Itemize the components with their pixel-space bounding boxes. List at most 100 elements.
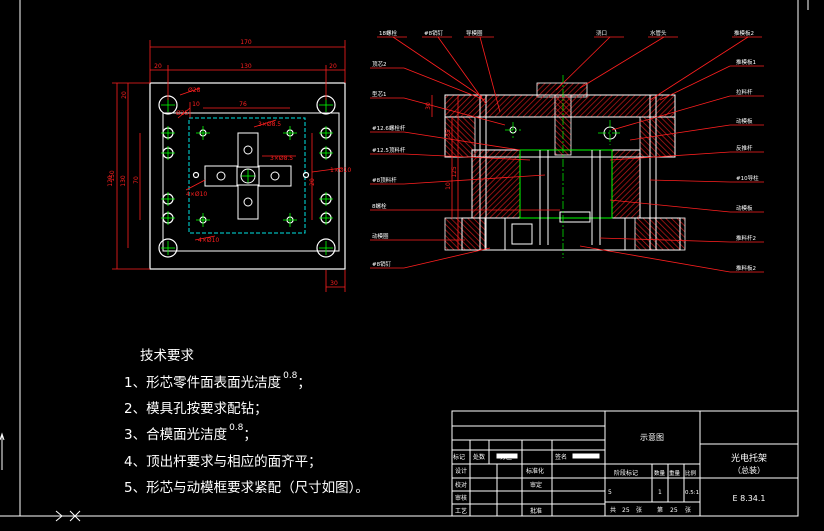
part-label: 推料板2 xyxy=(736,264,756,272)
leader-line xyxy=(403,174,546,185)
cavity-parts xyxy=(204,132,292,220)
plan-callout: 3×Ø8.5 xyxy=(258,121,281,128)
leader-line xyxy=(579,245,731,273)
surface-finish-symbol: 0.8 xyxy=(229,423,244,433)
section-dimension-value: 30 xyxy=(425,102,432,110)
leader-labels: 18螺栓#8销钉导模圈浇口水管头推模板2顶芯2型芯1#12.6螺栓杆#12.5顶… xyxy=(372,29,759,272)
plan-dimension-value: 120 xyxy=(107,175,114,187)
svg-text:5: 5 xyxy=(608,489,612,496)
part-label: 18螺栓 xyxy=(379,29,397,37)
ucs-icon xyxy=(0,432,81,522)
tech-note-5: 5、形芯与动模框要求紧配（尺寸如图）。 xyxy=(124,480,369,496)
part-label: 顶芯2 xyxy=(372,60,387,68)
svg-text:25: 25 xyxy=(670,507,678,514)
svg-text:工艺: 工艺 xyxy=(455,507,467,515)
leader-line xyxy=(403,67,486,101)
cavity-outline xyxy=(188,117,306,234)
part-label: 拉料杆 xyxy=(736,88,753,96)
svg-text:张: 张 xyxy=(636,506,642,514)
part-name: 光电托架 xyxy=(731,452,767,464)
leader-line xyxy=(437,36,487,105)
section-dimension-value: 35 xyxy=(445,129,452,137)
hatched-sections xyxy=(444,82,686,251)
section-view: 303510125 18螺栓#8销钉导模圈浇口水管头推模板2顶芯2型芯1#12.… xyxy=(370,29,764,273)
part-label: #8顶料杆 xyxy=(372,176,397,184)
part-label: 水管头 xyxy=(650,29,667,37)
section-dimension-lines xyxy=(431,95,459,250)
svg-text:0.5:1: 0.5:1 xyxy=(685,490,699,496)
part-label: 8螺栓 xyxy=(372,202,387,210)
svg-text:阶段标记: 阶段标记 xyxy=(614,469,638,477)
section-centerlines xyxy=(505,75,622,258)
plan-dimension-value: 20 xyxy=(329,63,337,70)
svg-text:审核: 审核 xyxy=(455,494,467,502)
tech-note-2: 2、模具孔按要求配钻； xyxy=(124,401,268,417)
svg-text:25: 25 xyxy=(622,507,630,514)
plan-dimension-value: 30 xyxy=(330,280,338,287)
section-dimension-value: 125 xyxy=(451,166,458,178)
leader-line xyxy=(609,199,731,213)
leader-line xyxy=(403,153,531,161)
leader-line xyxy=(649,36,749,101)
plan-dimension-value: 70 xyxy=(133,176,140,184)
leader-line xyxy=(609,151,731,161)
svg-text:分区: 分区 xyxy=(500,453,512,461)
part-label: 动模板 xyxy=(736,117,753,125)
plan-callout: Ø28 xyxy=(188,87,201,94)
part-label: #10导柱 xyxy=(736,174,759,182)
leader-line xyxy=(392,36,483,98)
svg-text:设计: 设计 xyxy=(455,467,467,475)
plan-dimension-value: 20 xyxy=(154,63,162,70)
tech-note-4: 4、顶出杆要求与相应的面齐平； xyxy=(124,454,322,470)
part-label: #12.6螺栓杆 xyxy=(372,124,406,132)
leader-line xyxy=(479,36,501,113)
part-label: 动模板 xyxy=(736,204,753,212)
plan-dimension-value: 130 xyxy=(120,175,127,187)
svg-text:重量: 重量 xyxy=(669,469,681,477)
plan-dimension-value: 150 xyxy=(109,170,116,182)
leader-line xyxy=(403,97,506,126)
leader-line xyxy=(659,65,731,101)
svg-text:数量: 数量 xyxy=(654,469,666,477)
svg-text:审定: 审定 xyxy=(530,481,542,489)
plan-dimension-value: 76 xyxy=(239,101,247,108)
leader-line xyxy=(629,124,731,141)
assembly-label: （总装） xyxy=(733,465,765,475)
svg-text:校对: 校对 xyxy=(455,481,467,489)
part-label: 导模圈 xyxy=(466,29,483,37)
plan-dimension-value: 20 xyxy=(121,91,128,99)
part-label: 推料杆2 xyxy=(736,234,756,242)
svg-text:批准: 批准 xyxy=(530,507,542,515)
tech-notes-title: 技术要求 xyxy=(140,348,194,364)
surface-finish-symbol: 0.8 xyxy=(283,371,298,381)
part-label: #8销钉 xyxy=(424,29,444,37)
part-label: 型芯1 xyxy=(372,90,387,98)
drawing-frame xyxy=(19,0,809,517)
plan-dimension-value: 170 xyxy=(240,39,252,46)
plan-callout: 4×Ø10 xyxy=(186,191,207,198)
svg-text:第: 第 xyxy=(657,506,663,514)
leader-line xyxy=(555,36,611,91)
part-label: 动模圈 xyxy=(372,232,389,240)
part-label: 推模板2 xyxy=(734,29,754,37)
mold-plate-outline xyxy=(149,82,346,270)
plan-dimension-value: 20 xyxy=(309,178,316,186)
plan-callout: Ø25 xyxy=(176,110,189,117)
svg-text:比例: 比例 xyxy=(685,469,697,477)
title-block xyxy=(451,410,799,517)
part-label: #12.5顶料杆 xyxy=(372,146,406,154)
svg-text:1: 1 xyxy=(658,489,662,496)
part-label: #8销钉 xyxy=(372,260,392,268)
drawing-title: 示意图 xyxy=(640,432,664,442)
plan-dimension-lines xyxy=(112,40,346,292)
leader-line xyxy=(649,179,731,183)
part-label: 推模板1 xyxy=(736,58,756,66)
inner-plate-outline xyxy=(162,112,340,252)
svg-text:标准化: 标准化 xyxy=(526,467,544,475)
svg-text:签名: 签名 xyxy=(555,453,567,461)
